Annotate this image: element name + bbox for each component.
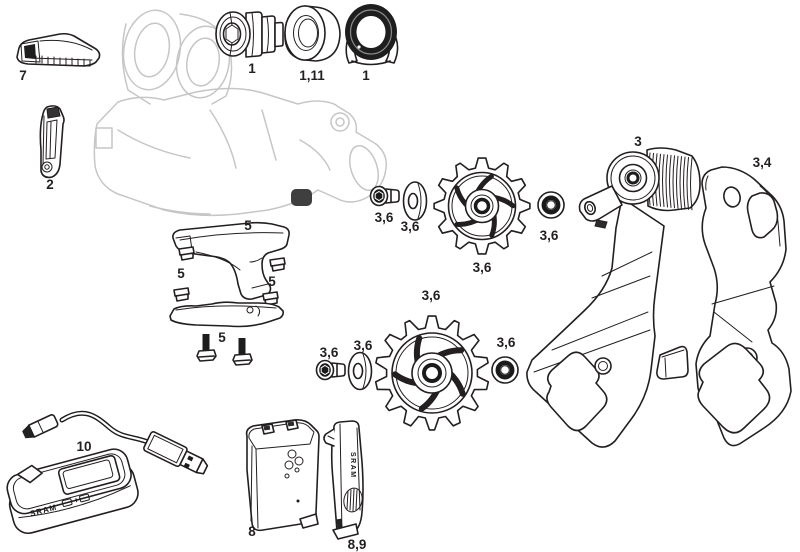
callout-10: 10 — [76, 439, 91, 454]
callout-1-11: 1,11 — [299, 68, 325, 83]
cage-arm — [578, 185, 623, 222]
plate-stop-tab — [656, 345, 689, 380]
part-3-6-lower-pulley-washer-right — [491, 356, 519, 384]
callout-7: 7 — [19, 68, 27, 83]
plate-cutout-bottom — [697, 342, 771, 434]
callout-89: 8,9 — [348, 537, 367, 552]
callout-36h: 3,6 — [497, 335, 516, 350]
part-5-nut-2 — [269, 257, 286, 272]
plate-hole-top — [723, 186, 741, 208]
part-3-6-upper-pulley-bolt — [369, 185, 400, 207]
part-5-skid-plate-upper — [172, 221, 290, 300]
part-5-nut-1 — [178, 246, 195, 261]
charger-latch — [16, 464, 43, 484]
callout-36g: 3,6 — [354, 338, 373, 353]
part-7-battery-cover-latch — [16, 32, 101, 67]
part-5-skid-plate-lower — [169, 301, 284, 328]
part-5-nut-3 — [173, 287, 190, 302]
charger-body: SRAM — [6, 448, 139, 535]
part-10-charger: SRAM — [6, 410, 209, 535]
cage-spring — [646, 147, 701, 212]
blocker-grille — [343, 487, 363, 513]
part-3-6-lower-pulley-bolt — [315, 359, 346, 381]
part-8-9-battery-blocker: SRAM — [323, 420, 364, 540]
callout-3: 3 — [634, 134, 642, 149]
callout-5d: 5 — [218, 330, 226, 345]
part-3-6-lower-pulley-washer-left — [347, 351, 373, 391]
blocker-hook — [323, 428, 335, 447]
callout-36e: 3,6 — [422, 288, 441, 303]
part-3-4-outer-cage-plate — [656, 166, 792, 447]
callout-1a: 1 — [248, 61, 256, 76]
callout-36b: 3,6 — [401, 219, 420, 234]
callout-36f: 3,6 — [320, 345, 339, 360]
hex-socket — [374, 190, 384, 202]
hex-socket — [320, 364, 330, 376]
callout-36d: 3,6 — [540, 228, 559, 243]
callout-2: 2 — [46, 177, 54, 192]
cage-pivot-hole — [594, 357, 612, 375]
part-3-6-upper-pulley-washer-right — [537, 191, 565, 219]
callout-1b: 1 — [362, 68, 370, 83]
part-5-bolt-2 — [232, 338, 253, 366]
callout-5c: 5 — [268, 274, 276, 289]
callout-labels: 7 2 1 1,11 1 5 5 5 5 3,6 3,6 3,6 3,6 3 3… — [19, 61, 772, 552]
part-3-6-lower-pulley — [374, 315, 490, 431]
ghost-derailleur-body — [93, 9, 388, 217]
part-8-battery — [245, 419, 320, 532]
charger-slot — [57, 455, 121, 495]
micro-usb-plug — [22, 414, 59, 439]
callout-36a: 3,6 — [375, 210, 394, 225]
part-1-11-bushing — [284, 5, 341, 62]
cage-plate-cutout — [546, 351, 608, 432]
hex-socket — [225, 12, 239, 57]
part-1-seal-ring — [345, 4, 399, 66]
callout-36c: 3,6 — [473, 260, 492, 275]
part-3-cage-assembly — [526, 147, 701, 448]
plate-cutout-top — [746, 192, 779, 239]
part-3-6-upper-pulley — [433, 157, 531, 255]
callout-8: 8 — [248, 524, 256, 539]
callout-34: 3,4 — [753, 155, 772, 170]
cover-brand-logo: SRAM — [349, 452, 356, 479]
usb-a-plug — [143, 431, 209, 475]
ghost-clutch-button — [291, 189, 312, 206]
callout-5a: 5 — [244, 218, 252, 233]
callout-5b: 5 — [177, 266, 185, 281]
battery-foot — [299, 513, 319, 529]
part-1-pulley-bolt-cap — [215, 11, 284, 58]
part-3-6-upper-pulley-washer-left — [402, 181, 428, 221]
blocker-foot — [332, 523, 359, 540]
part-2-clutch-cover — [39, 105, 65, 179]
battery-charge-icon — [61, 493, 90, 507]
part-5-bolt-1 — [196, 334, 217, 362]
